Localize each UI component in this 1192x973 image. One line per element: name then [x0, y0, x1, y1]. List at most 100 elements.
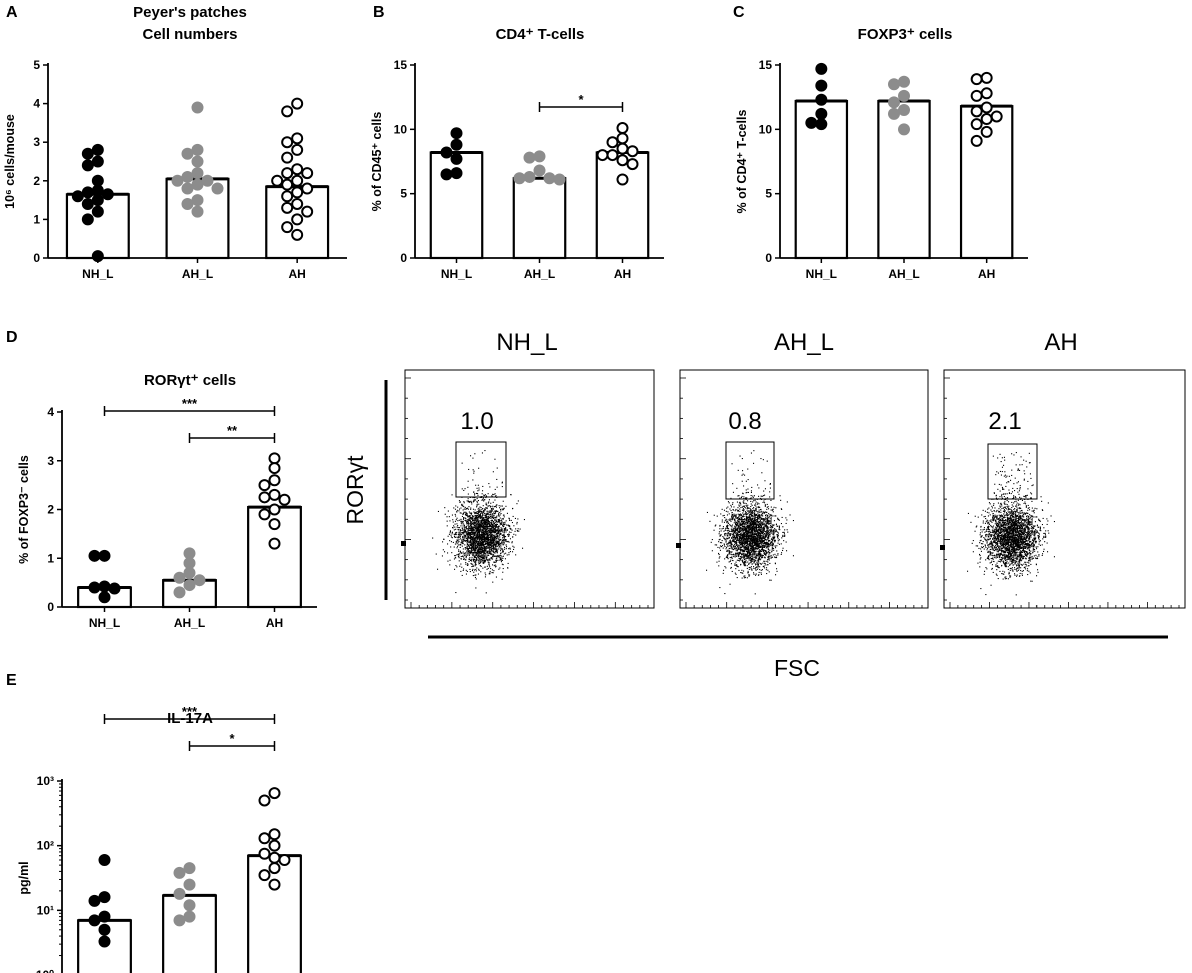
data-point [181, 182, 194, 195]
data-point [970, 105, 983, 118]
data-point [191, 205, 204, 218]
significance-label: *** [182, 396, 198, 411]
panel-letter: E [6, 672, 17, 689]
data-point [291, 163, 304, 176]
data-point [211, 182, 224, 195]
data-point [268, 488, 281, 501]
data-point [440, 168, 453, 181]
flow-gate [987, 443, 1038, 500]
data-point [98, 854, 111, 867]
y-axis-label: % of CD45⁺ cells [370, 112, 384, 212]
data-point [181, 170, 194, 183]
data-point [183, 547, 196, 560]
data-point [626, 158, 639, 171]
data-point [281, 136, 294, 149]
data-point [183, 557, 196, 570]
data-point [281, 190, 294, 203]
y-tick-label: 5 [400, 187, 407, 201]
flow-gate-percentage: 0.8 [728, 408, 761, 435]
data-point [616, 142, 629, 155]
data-point [450, 167, 463, 180]
data-point [450, 152, 463, 165]
panel-letter: A [6, 4, 18, 21]
x-tick-label: NH_L [89, 616, 120, 630]
data-point [91, 143, 104, 156]
panel-title: RORγt⁺ cells [144, 372, 236, 389]
data-point [91, 205, 104, 218]
data-point [268, 452, 281, 465]
data-point [268, 851, 281, 864]
data-point [201, 174, 214, 187]
data-point [183, 862, 196, 875]
panel-title: Peyer's patches [133, 4, 247, 21]
data-point [616, 122, 629, 135]
y-tick-label: 4 [47, 405, 54, 419]
y-tick-label: 3 [33, 135, 40, 149]
significance-label: *** [182, 704, 198, 719]
flow-events [967, 452, 1055, 607]
data-point [98, 580, 111, 593]
data-point [171, 174, 184, 187]
data-point [523, 170, 536, 183]
data-point [281, 105, 294, 118]
y-tick-label: 2 [33, 174, 40, 188]
flow-plot-frame [404, 369, 655, 609]
data-point [88, 914, 101, 927]
flow-gate [725, 441, 775, 500]
flow-gate-percentage: 1.0 [460, 408, 493, 435]
x-tick-label: NH_L [441, 267, 472, 281]
significance-label: * [229, 731, 235, 746]
data-point [281, 167, 294, 180]
data-point [183, 899, 196, 912]
data-point [970, 73, 983, 86]
data-point [258, 491, 271, 504]
flow-panel-title: AH_L [774, 329, 834, 356]
x-tick-label: AH [978, 267, 995, 281]
data-point [191, 155, 204, 168]
data-point [98, 935, 111, 948]
data-point [268, 518, 281, 531]
y-axis-label: % of CD4⁺ T-cells [735, 110, 749, 214]
y-tick-label: 15 [394, 58, 408, 72]
y-tick-label: 1 [47, 551, 54, 565]
data-point [268, 878, 281, 891]
y-tick-label: 5 [33, 58, 40, 72]
x-tick-label: AH [266, 616, 283, 630]
data-point [815, 93, 828, 106]
data-point [181, 147, 194, 160]
data-point [281, 151, 294, 164]
data-point [268, 474, 281, 487]
y-tick-label: 10 [394, 122, 408, 136]
data-point [523, 151, 536, 164]
data-point [553, 173, 566, 186]
flow-gate [455, 441, 507, 498]
data-point [98, 910, 111, 923]
data-point [513, 172, 526, 185]
data-point [88, 549, 101, 562]
data-point [258, 832, 271, 845]
data-point [606, 149, 619, 162]
data-point [88, 894, 101, 907]
data-point [81, 197, 94, 210]
data-point [268, 839, 281, 852]
data-point [81, 159, 94, 172]
data-point [91, 194, 104, 207]
data-point [271, 174, 284, 187]
data-point [258, 479, 271, 492]
panel-letter: B [373, 4, 385, 21]
flow-panel-title: AH [1044, 329, 1077, 356]
panel-letter: C [733, 4, 745, 21]
data-point [888, 107, 900, 120]
data-point [450, 127, 463, 140]
data-point [258, 869, 271, 882]
flow-events [432, 450, 525, 594]
y-axis-label: pg/ml [17, 861, 31, 894]
panel-e: EIL-17A10⁰10¹10²10³pg/mlNH_LAH_LAH**** [6, 672, 302, 973]
data-point [268, 503, 281, 516]
data-point [91, 184, 104, 197]
data-point [278, 493, 291, 506]
data-point [278, 854, 291, 867]
x-tick-label: AH [288, 267, 305, 281]
data-point [291, 174, 304, 187]
